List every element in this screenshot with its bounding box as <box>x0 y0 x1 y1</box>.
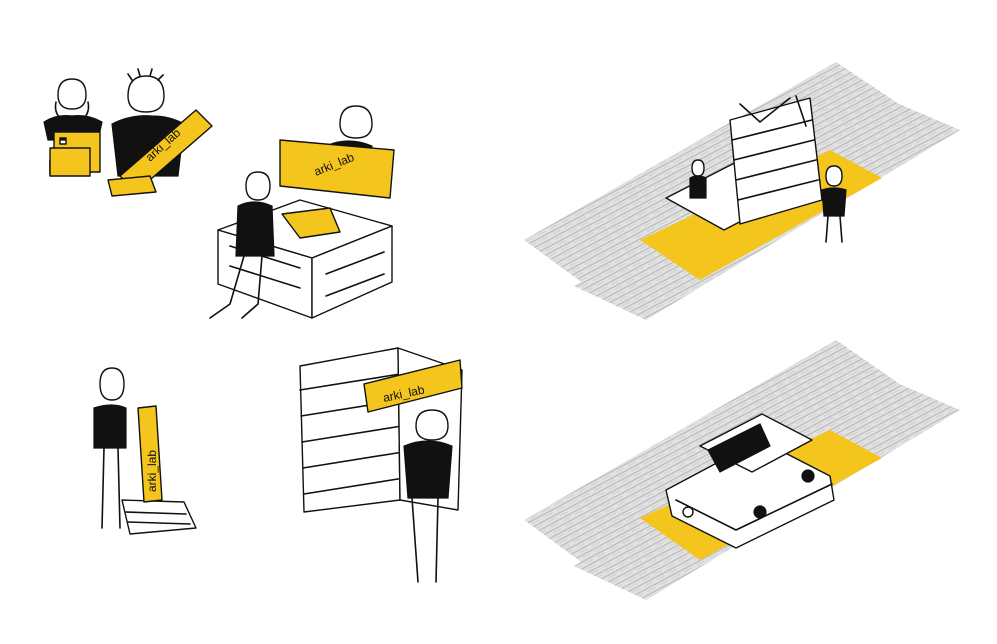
board-stack <box>121 499 197 535</box>
parklet-on-road-sketch <box>524 62 960 320</box>
board-yellow-inside-box <box>281 207 341 239</box>
kids-holding-boards-sketch: arki_lab <box>43 68 213 197</box>
adult-at-parklet-figure <box>821 165 847 243</box>
board-yellow-small <box>107 175 157 197</box>
board-yellow-arki-lab-3: arki_lab <box>137 405 163 503</box>
building-box-sketch: arki_lab <box>209 105 395 319</box>
parklet-structure <box>729 97 823 225</box>
car-figure <box>665 413 835 549</box>
board-yellow-arki-lab-4: arki_lab <box>363 359 463 413</box>
box-front-right-wall <box>311 225 393 319</box>
board-label-3: arki_lab <box>145 450 159 492</box>
kneeling-girl-figure <box>209 171 275 319</box>
car-on-road-sketch <box>524 340 960 600</box>
girl-with-vertical-board-sketch: arki_lab <box>93 367 197 535</box>
board-yellow-arki-lab-2: arki_lab <box>279 139 395 199</box>
child-at-parklet-figure <box>689 159 707 199</box>
boy-lifting-board-figure <box>403 409 453 583</box>
stacked-wall-sketch: arki_lab <box>299 347 463 583</box>
board-yellow-girl <box>49 131 101 177</box>
